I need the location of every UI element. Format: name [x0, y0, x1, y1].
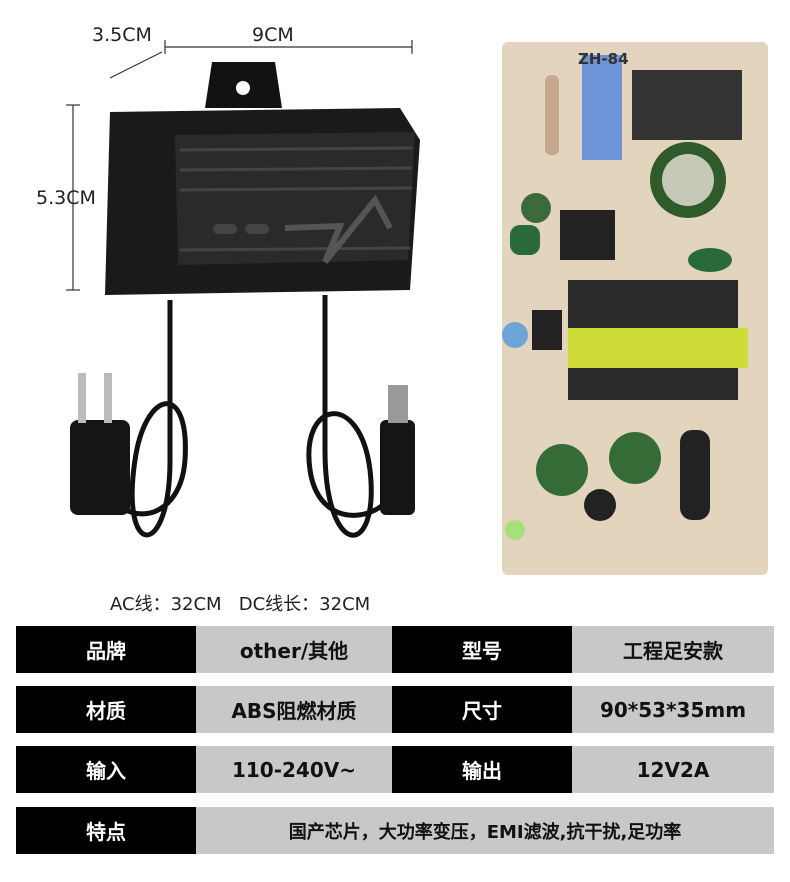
spec-key: 输出: [392, 746, 572, 793]
spec-row: 输入 110-240V~ 输出 12V2A: [16, 746, 774, 793]
cable-lengths: AC线：32CM DC线长：32CM: [110, 594, 371, 615]
cables: [97, 295, 403, 538]
spec-value: ABS阻燃材质: [196, 686, 392, 733]
spec-key: 尺寸: [392, 686, 572, 733]
spec-key: 输入: [16, 746, 196, 793]
adapter-body: [105, 62, 420, 295]
spec-value: 国产芯片，大功率变压，EMI滤波,抗干扰,足功率: [196, 807, 774, 854]
pcb-label: ZH-84: [578, 50, 629, 68]
dc-plug: [380, 385, 415, 515]
spec-key: 型号: [392, 626, 572, 673]
product-illustration: [66, 40, 768, 575]
dimension-lines: [66, 40, 413, 291]
depth-label: 3.5CM: [92, 24, 152, 46]
height-label: 5.3CM: [36, 187, 96, 209]
spec-value: 90*53*35mm: [572, 686, 774, 733]
spec-row: 材质 ABS阻燃材质 尺寸 90*53*35mm: [16, 686, 774, 733]
spec-key: 材质: [16, 686, 196, 733]
pcb-board: [502, 42, 768, 575]
spec-value: 工程足安款: [572, 626, 774, 673]
spec-key: 特点: [16, 807, 196, 854]
width-label: 9CM: [252, 24, 294, 46]
spec-value: other/其他: [196, 626, 392, 673]
ac-plug: [70, 373, 130, 515]
spec-value: 12V2A: [572, 746, 774, 793]
spec-value: 110-240V~: [196, 746, 392, 793]
spec-key: 品牌: [16, 626, 196, 673]
spec-row: 品牌 other/其他 型号 工程足安款: [16, 626, 774, 673]
spec-row-feature: 特点 国产芯片，大功率变压，EMI滤波,抗干扰,足功率: [16, 807, 774, 854]
